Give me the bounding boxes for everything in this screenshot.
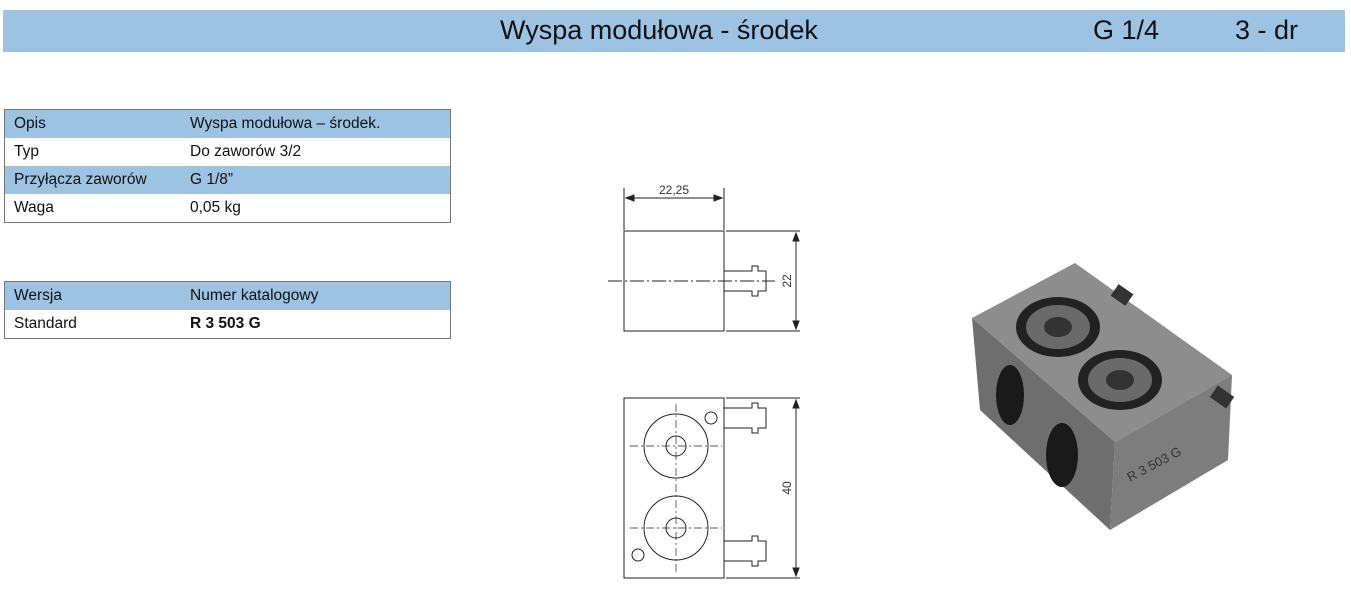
page-title: Wyspa modułowa - środek	[500, 15, 818, 45]
width-dimension: 22,25	[659, 183, 689, 197]
table-row: Waga 0,05 kg	[5, 194, 451, 223]
column-header: Numer katalogowy	[181, 281, 451, 310]
height-dimension: 22	[780, 274, 794, 288]
spec-value: Wyspa modułowa – środek.	[181, 109, 451, 138]
spec-label: Typ	[14, 143, 39, 160]
version-label: Standard	[14, 315, 77, 332]
spec-value: 0,05 kg	[190, 199, 241, 216]
product-photo: R 3 503 G	[972, 263, 1235, 530]
table-row: Standard R 3 503 G	[5, 310, 451, 339]
spec-value: G 1/8”	[181, 166, 451, 194]
spec-label: Przyłącza zaworów	[4, 166, 181, 194]
spec-label: Waga	[14, 199, 54, 216]
header-bar: Wyspa modułowa - środek G 1/4 3 - dr	[3, 10, 1345, 52]
thread-size: G 1/4	[1093, 15, 1160, 45]
length-dimension: 40	[780, 481, 794, 495]
spec-value: Do zaworów 3/2	[190, 143, 302, 160]
table-row: Typ Do zaworów 3/2	[5, 138, 451, 166]
column-header: Wersja	[4, 281, 181, 310]
catalog-number: R 3 503 G	[190, 315, 261, 332]
valve-type: 3 - dr	[1235, 15, 1299, 45]
spec-label: Opis	[4, 109, 181, 138]
technical-drawing: 22,25 22 40	[608, 183, 800, 579]
